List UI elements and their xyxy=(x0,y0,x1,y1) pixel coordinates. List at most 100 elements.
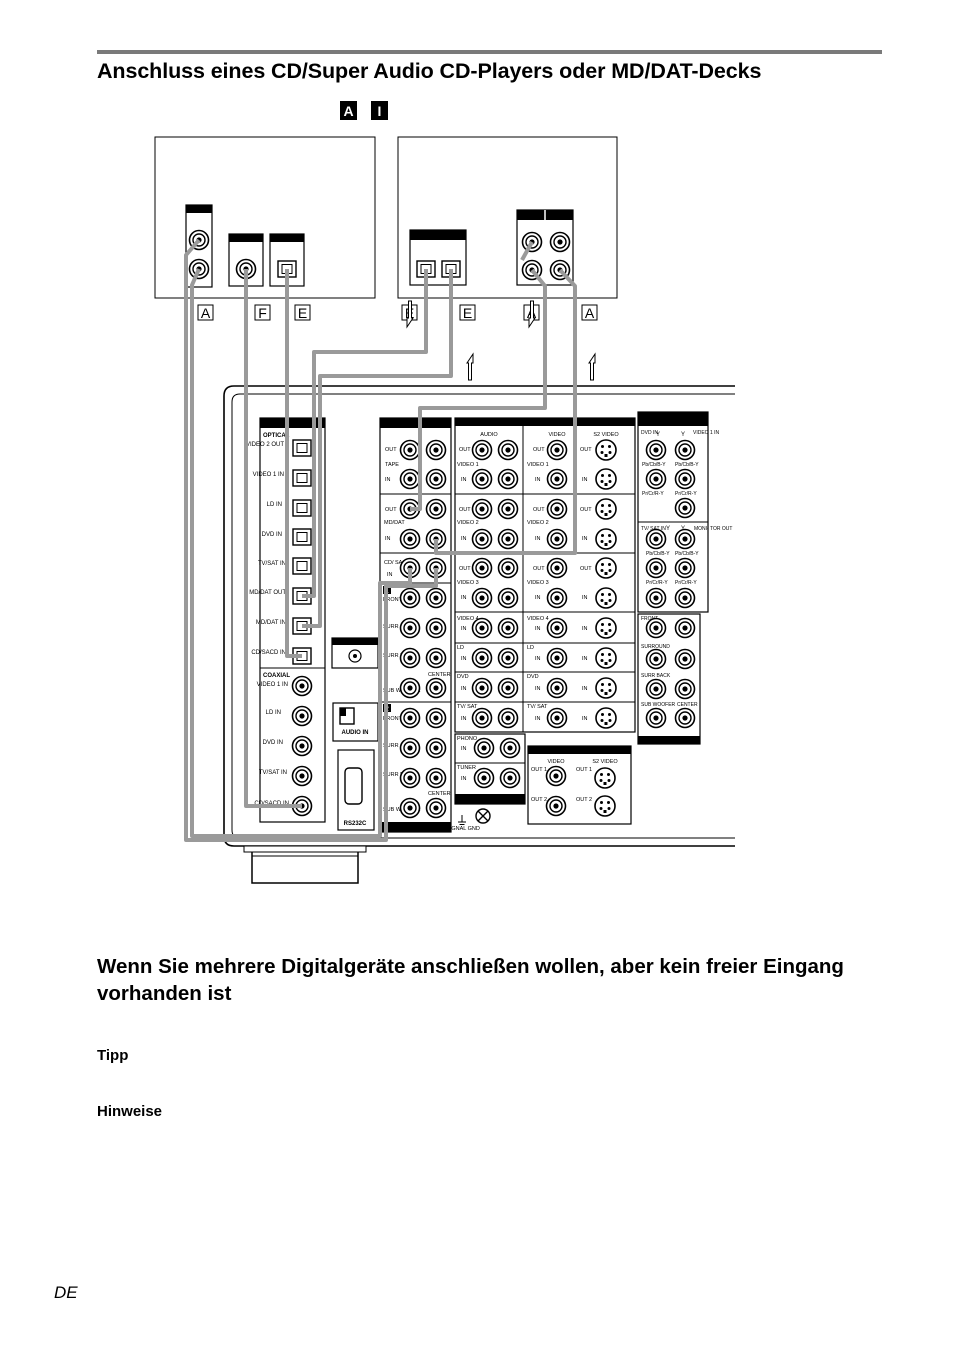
cables xyxy=(184,238,577,842)
svg-text:IN: IN xyxy=(461,776,467,782)
svg-text:OUT: OUT xyxy=(533,447,545,453)
svg-text:IN: IN xyxy=(535,477,541,483)
badge-a: A xyxy=(340,101,357,120)
section-subtitle: Wenn Sie mehrere Digitalgeräte anschließ… xyxy=(97,955,844,1005)
svg-text:IN: IN xyxy=(387,572,393,578)
svg-text:IN: IN xyxy=(535,716,541,722)
svg-text:SURROUND: SURROUND xyxy=(641,644,670,650)
svg-text:TV/ SAT: TV/ SAT xyxy=(457,704,478,710)
svg-text:RS232C: RS232C xyxy=(344,821,367,827)
component-video-block: DVD IN Y Y VIDEO 1 IN Pb/Cb/B-Y Pb/Cb/B-… xyxy=(637,411,732,613)
svg-text:CENTER: CENTER xyxy=(428,791,451,797)
svg-text:OUT: OUT xyxy=(459,507,471,513)
svg-text:TUNER: TUNER xyxy=(457,765,476,771)
analog-audio-column: OUT TAPE IN OUT MD/DAT IN CD/ SACD IN 1 … xyxy=(379,417,452,833)
svg-text:VIDEO 3: VIDEO 3 xyxy=(457,580,479,586)
svg-text:DVD: DVD xyxy=(457,674,469,680)
svg-text:IN: IN xyxy=(535,536,541,542)
svg-text:Pb/Cb/B-Y: Pb/Cb/B-Y xyxy=(642,462,666,468)
svg-text:A: A xyxy=(201,305,211,321)
svg-text:MD/DAT IN: MD/DAT IN xyxy=(256,620,286,626)
svg-text:DVD IN: DVD IN xyxy=(263,740,283,746)
svg-text:E: E xyxy=(298,305,307,321)
svg-text:FRONT: FRONT xyxy=(383,597,403,603)
svg-text:OUT: OUT xyxy=(385,447,397,453)
svg-text:VIDEO 1 IN: VIDEO 1 IN xyxy=(257,682,288,688)
badge-i: I xyxy=(371,101,388,120)
svg-text:IN: IN xyxy=(535,595,541,601)
md-dat-box xyxy=(397,136,618,299)
svg-text:VIDEO 2: VIDEO 2 xyxy=(527,520,549,526)
header-rule xyxy=(97,50,882,54)
svg-text:SURR BACK: SURR BACK xyxy=(383,653,415,659)
svg-text:IN: IN xyxy=(461,626,467,632)
svg-text:TAPE: TAPE xyxy=(385,462,399,468)
svg-text:LD IN: LD IN xyxy=(267,502,282,508)
svg-text:DVD: DVD xyxy=(527,674,539,680)
svg-text:IN: IN xyxy=(461,477,467,483)
tip-heading: Tipp xyxy=(97,1047,129,1064)
receiver-rear-panel xyxy=(223,385,735,884)
svg-text:Pb/Cb/B-Y: Pb/Cb/B-Y xyxy=(675,462,699,468)
cable-labels: A F E E E A A xyxy=(197,304,598,321)
svg-text:SURR OUND: SURR OUND xyxy=(383,743,416,749)
svg-text:IN: IN xyxy=(461,656,467,662)
svg-text:SUB WOOFER: SUB WOOFER xyxy=(641,702,676,708)
svg-text:PHONO: PHONO xyxy=(457,736,478,742)
svg-text:CD/SACD IN: CD/SACD IN xyxy=(251,650,286,656)
page-title: Anschluss eines CD/Super Audio CD-Player… xyxy=(97,59,762,83)
phono-tuner-block: PHONO IN TUNER IN SIGNAL GND xyxy=(446,733,526,832)
svg-text:OUT: OUT xyxy=(580,507,592,513)
svg-text:IN: IN xyxy=(582,716,588,722)
svg-text:IN: IN xyxy=(582,595,588,601)
svg-text:OUT: OUT xyxy=(459,566,471,572)
svg-text:VIDEO: VIDEO xyxy=(547,759,565,765)
svg-text:OUT: OUT xyxy=(533,507,545,513)
aux-block: AUDIO IN RS232C xyxy=(331,637,379,831)
svg-text:IN: IN xyxy=(461,536,467,542)
svg-text:VIDEO 1: VIDEO 1 xyxy=(527,462,549,468)
svg-text:SURR OUND: SURR OUND xyxy=(383,624,416,630)
svg-text:IN: IN xyxy=(535,686,541,692)
svg-text:Pb/Cb/B-Y: Pb/Cb/B-Y xyxy=(646,551,670,557)
svg-text:VIDEO 2 OUT: VIDEO 2 OUT xyxy=(246,442,284,448)
svg-text:IN: IN xyxy=(582,477,588,483)
svg-text:F: F xyxy=(258,305,267,321)
svg-text:OUT 1: OUT 1 xyxy=(531,767,547,773)
language-label: DE xyxy=(54,1283,78,1302)
svg-text:OUT: OUT xyxy=(385,507,397,513)
svg-text:IN: IN xyxy=(535,656,541,662)
svg-text:TV/ SAT: TV/ SAT xyxy=(527,704,548,710)
svg-text:IN: IN xyxy=(535,626,541,632)
svg-text:AUDIO IN: AUDIO IN xyxy=(342,730,369,736)
svg-text:VIDEO 3: VIDEO 3 xyxy=(527,580,549,586)
svg-text:IN: IN xyxy=(582,656,588,662)
svg-text:CENTER: CENTER xyxy=(677,702,698,708)
svg-text:SURR BACK: SURR BACK xyxy=(641,673,671,679)
svg-text:IN: IN xyxy=(461,716,467,722)
svg-text:CENTER: CENTER xyxy=(428,672,451,678)
av-input-grid: AUDIO VIDEO S2 VIDEO OUT OUT OUT VIDEO 1… xyxy=(454,417,636,733)
svg-text:OUT: OUT xyxy=(580,566,592,572)
svg-text:VIDEO 4: VIDEO 4 xyxy=(527,616,549,622)
svg-text:TV/SAT IN: TV/SAT IN xyxy=(258,561,286,567)
svg-text:S2 VIDEO: S2 VIDEO xyxy=(593,432,619,438)
svg-text:LD: LD xyxy=(527,645,534,651)
preout-block: FRONT SURROUND SURR BACK SUB WOOFER CENT… xyxy=(637,613,701,745)
svg-text:VIDEO 4: VIDEO 4 xyxy=(457,616,479,622)
svg-text:OUT 2: OUT 2 xyxy=(576,797,592,803)
svg-text:OUT: OUT xyxy=(580,447,592,453)
svg-text:IN: IN xyxy=(461,595,467,601)
svg-text:OUT: OUT xyxy=(459,447,471,453)
svg-text:LD: LD xyxy=(457,645,464,651)
svg-text:COAXIAL: COAXIAL xyxy=(263,673,290,679)
svg-text:IN: IN xyxy=(461,686,467,692)
svg-text:A: A xyxy=(343,103,353,119)
svg-text:DVD IN: DVD IN xyxy=(262,532,282,538)
svg-text:MD/DAT: MD/DAT xyxy=(384,520,405,526)
svg-text:DVD IN: DVD IN xyxy=(641,430,658,436)
svg-text:SURR BACK: SURR BACK xyxy=(383,772,415,778)
svg-text:FRONT: FRONT xyxy=(383,716,403,722)
svg-text:Y: Y xyxy=(656,432,660,438)
